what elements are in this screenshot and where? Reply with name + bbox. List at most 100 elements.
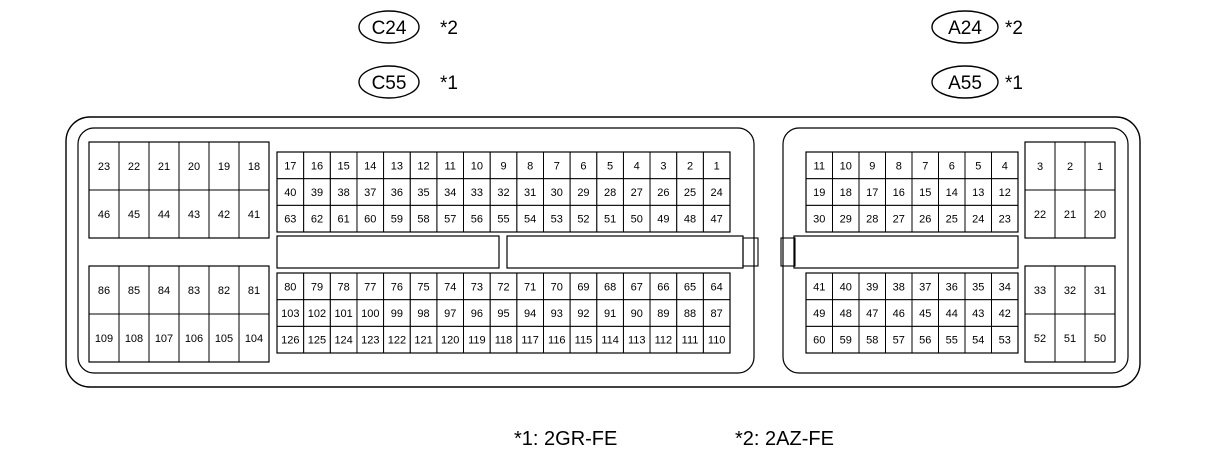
pin-number: 75 (417, 281, 429, 293)
pin-number: 58 (417, 214, 429, 226)
connector-housing-outer (65, 116, 1141, 388)
pin-number: 37 (919, 281, 931, 293)
pin-number: 74 (444, 281, 456, 293)
connector-c-center-bar-right (506, 235, 744, 269)
footnote-1: *1: 2GR-FE (514, 428, 617, 450)
pin-number: 45 (919, 308, 931, 320)
pin-number: 17 (284, 160, 296, 172)
pin-number: 67 (631, 281, 643, 293)
pin-number: 31 (524, 187, 536, 199)
pin-number: 27 (893, 214, 905, 226)
pin-number: 56 (919, 335, 931, 347)
pin-number: 61 (337, 214, 349, 226)
pin-number: 111 (682, 335, 699, 347)
pin-number: 89 (657, 308, 669, 320)
pin-number: 60 (364, 214, 376, 226)
pin-number: 28 (604, 187, 616, 199)
pin-number: 106 (185, 333, 203, 345)
pin-number: 84 (158, 285, 170, 297)
pin-number: 14 (364, 160, 376, 172)
pin-number: 4 (634, 160, 640, 172)
pin-number: 44 (158, 209, 170, 221)
pin-number: 79 (311, 281, 323, 293)
pin-number: 60 (813, 335, 825, 347)
pin-number: 11 (814, 160, 825, 172)
connector-note-a24: *2 (1005, 18, 1023, 39)
pin-number: 43 (972, 308, 984, 320)
connector-note-c55: *1 (440, 73, 458, 94)
pin-number: 18 (840, 187, 852, 199)
pin-number: 107 (155, 333, 173, 345)
pin-number: 5 (975, 160, 981, 172)
pin-number: 14 (946, 187, 958, 199)
pin-number: 50 (1094, 333, 1106, 345)
pin-number: 63 (284, 214, 296, 226)
pin-number: 7 (554, 160, 560, 172)
pin-number: 43 (188, 209, 200, 221)
pin-number: 46 (893, 308, 905, 320)
pin-number: 82 (218, 285, 230, 297)
pin-number: 81 (248, 285, 260, 297)
pin-number: 7 (922, 160, 928, 172)
pin-cell (991, 325, 1019, 354)
pin-number: 9 (869, 160, 875, 172)
pin-number: 109 (95, 333, 113, 345)
pin-number: 2 (687, 160, 693, 172)
pin-number: 49 (813, 308, 825, 320)
pin-number: 48 (840, 308, 852, 320)
pin-number: 22 (1034, 209, 1046, 221)
pin-number: 20 (188, 161, 200, 173)
pin-number: 100 (361, 308, 379, 320)
pin-number: 91 (604, 308, 616, 320)
pin-number: 51 (1064, 333, 1076, 345)
pin-number: 13 (391, 160, 403, 172)
pin-number: 73 (471, 281, 483, 293)
pin-number: 93 (551, 308, 563, 320)
pin-number: 65 (684, 281, 696, 293)
pin-number: 104 (245, 333, 263, 345)
pin-number: 97 (444, 308, 456, 320)
pin-number: 125 (308, 335, 326, 347)
connector-note-a55: *1 (1005, 73, 1023, 94)
pin-number: 44 (946, 308, 958, 320)
connector-c-latch (742, 237, 759, 267)
connector-code-c24: C24 (372, 18, 407, 39)
pin-number: 59 (391, 214, 403, 226)
pin-number: 90 (631, 308, 643, 320)
pin-number: 53 (551, 214, 563, 226)
pin-number: 64 (711, 281, 723, 293)
pin-number: 69 (577, 281, 589, 293)
pin-number: 11 (444, 160, 455, 172)
pin-number: 38 (893, 281, 905, 293)
pin-number: 102 (308, 308, 326, 320)
pin-number: 117 (521, 335, 539, 347)
pin-number: 21 (158, 161, 170, 173)
pin-number: 108 (125, 333, 143, 345)
pin-number: 41 (248, 209, 260, 221)
connector-code-a55: A55 (948, 73, 982, 94)
pin-number: 120 (441, 335, 459, 347)
pin-number: 39 (866, 281, 878, 293)
pin-number: 31 (1094, 285, 1106, 297)
pin-number: 6 (949, 160, 955, 172)
pin-number: 9 (500, 160, 506, 172)
pin-number: 68 (604, 281, 616, 293)
pin-number: 18 (248, 161, 260, 173)
pin-number: 3 (1037, 161, 1043, 173)
pin-number: 58 (866, 335, 878, 347)
pin-number: 8 (527, 160, 533, 172)
pin-number: 26 (657, 187, 669, 199)
pin-number: 30 (813, 214, 825, 226)
pin-number: 47 (711, 214, 723, 226)
pin-number: 112 (655, 335, 673, 347)
connector-code-c55: C55 (372, 73, 407, 94)
connector-label-c55: C55 *1 (358, 65, 458, 99)
pin-number: 70 (551, 281, 563, 293)
connector-c-center-bar-left (276, 235, 500, 269)
pin-number: 38 (337, 187, 349, 199)
pin-number: 99 (391, 308, 403, 320)
